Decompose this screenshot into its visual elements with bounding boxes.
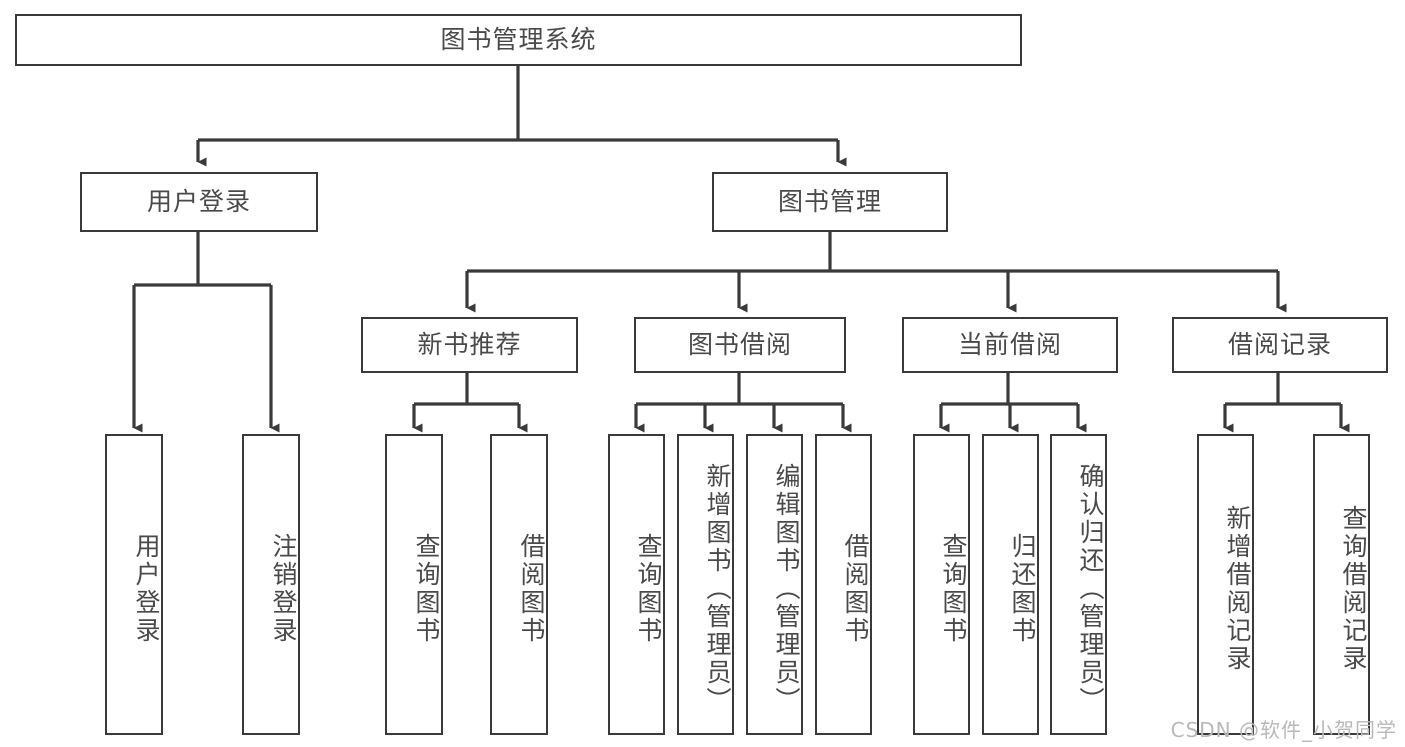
node-root-system[interactable]: 图书管理系统 (15, 14, 1022, 66)
node-new-book-recommend[interactable]: 新书推荐 (361, 317, 578, 373)
watermark-text: CSDN @软件_小贺同学 (1170, 718, 1397, 742)
node-label: 借阅记录 (1227, 329, 1332, 359)
leaf-query-borrow-record[interactable]: 查询借阅记录 (1313, 434, 1370, 735)
node-label: 用户登录 (146, 186, 251, 216)
node-label: 归还图书 (1008, 532, 1037, 645)
leaf-user-login[interactable]: 用户登录 (105, 434, 163, 735)
leaf-add-borrow-record[interactable]: 新增借阅记录 (1197, 434, 1254, 735)
leaf-query-book-borrow[interactable]: 查询图书 (608, 434, 665, 735)
node-label: 图书借阅 (687, 329, 792, 359)
leaf-edit-book[interactable]: 编辑图书（管理员） (746, 434, 803, 735)
node-label: 新增借阅记录 (1223, 504, 1252, 673)
node-current-borrow[interactable]: 当前借阅 (902, 317, 1118, 373)
node-borrow-record[interactable]: 借阅记录 (1172, 317, 1388, 373)
node-label: 查询图书 (634, 532, 663, 645)
node-label: 借阅图书 (841, 532, 870, 645)
node-label: 新增图书（管理员） (703, 462, 732, 715)
node-user-login[interactable]: 用户登录 (80, 172, 318, 232)
node-label: 图书管理系统 (440, 24, 597, 54)
node-label: 图书管理 (777, 186, 882, 216)
node-label: 查询图书 (412, 532, 441, 645)
node-book-borrow[interactable]: 图书借阅 (634, 317, 846, 373)
leaf-confirm-return[interactable]: 确认归还（管理员） (1050, 434, 1107, 735)
leaf-logout-login[interactable]: 注销登录 (242, 434, 300, 735)
node-label: 编辑图书（管理员） (772, 462, 801, 715)
leaf-add-book[interactable]: 新增图书（管理员） (677, 434, 734, 735)
leaf-borrow-book-recommend[interactable]: 借阅图书 (490, 434, 548, 735)
leaf-query-book-current[interactable]: 查询图书 (913, 434, 970, 735)
node-label: 新书推荐 (417, 329, 522, 359)
node-label: 注销登录 (269, 532, 298, 645)
node-label: 确认归还（管理员） (1076, 462, 1105, 715)
node-label: 用户登录 (132, 532, 161, 645)
node-label: 查询借阅记录 (1339, 504, 1368, 673)
leaf-query-book-recommend[interactable]: 查询图书 (385, 434, 443, 735)
node-label: 当前借阅 (957, 329, 1062, 359)
leaf-borrow-book[interactable]: 借阅图书 (815, 434, 872, 735)
node-label: 查询图书 (939, 532, 968, 645)
leaf-return-book[interactable]: 归还图书 (982, 434, 1039, 735)
node-label: 借阅图书 (517, 532, 546, 645)
node-book-manage[interactable]: 图书管理 (712, 172, 948, 232)
